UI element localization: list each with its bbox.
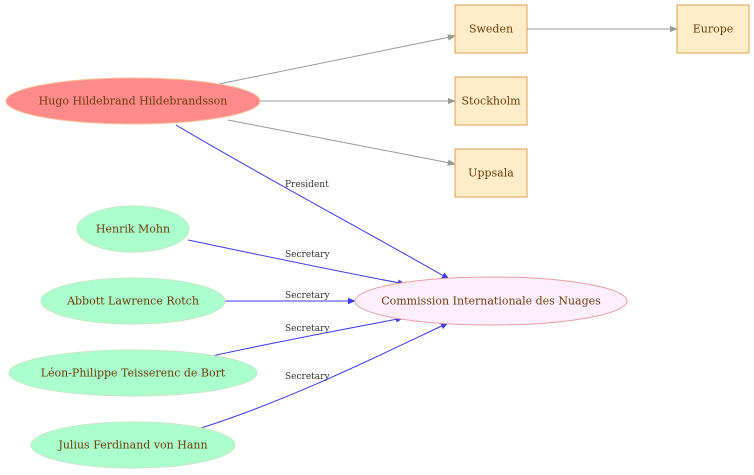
node-henrik-label: Henrik Mohn [96, 223, 170, 236]
node-leon-label: Léon-Philippe Teisserenc de Bort [41, 367, 226, 380]
place-edges [213, 25, 678, 166]
node-hugo-label: Hugo Hildebrand Hildebrandsson [39, 95, 228, 108]
node-stockholm-label: Stockholm [461, 95, 521, 108]
node-henrik[interactable]: Henrik Mohn [76, 205, 190, 253]
node-julius-label: Julius Ferdinand von Hann [57, 439, 207, 452]
node-sweden-label: Sweden [469, 23, 513, 36]
edge-label-secretary-abbott: Secretary [285, 291, 330, 301]
node-leon[interactable]: Léon-Philippe Teisserenc de Bort [8, 349, 258, 397]
node-commission[interactable]: Commission Internationale des Nuages [354, 276, 628, 326]
node-europe[interactable]: Europe [676, 4, 750, 54]
edge-hugo-sweden [213, 34, 456, 86]
edge-hugo-commission [175, 124, 450, 280]
node-hugo[interactable]: Hugo Hildebrand Hildebrandsson [5, 77, 261, 125]
edge-julius-commission [197, 322, 449, 430]
edge-label-secretary-leon: Secretary [285, 324, 330, 334]
node-stockholm[interactable]: Stockholm [454, 76, 528, 126]
edge-labels: President Secretary Secretary Secretary … [285, 180, 330, 382]
node-commission-label: Commission Internationale des Nuages [381, 295, 601, 308]
node-sweden[interactable]: Sweden [454, 4, 528, 54]
role-edges [175, 124, 450, 430]
edge-label-secretary-henrik: Secretary [285, 250, 330, 260]
edge-leon-commission [211, 316, 404, 357]
node-julius[interactable]: Julius Ferdinand von Hann [30, 421, 236, 469]
edge-label-president: President [285, 180, 329, 190]
node-uppsala[interactable]: Uppsala [454, 148, 528, 198]
node-abbott-label: Abbott Lawrence Rotch [66, 295, 199, 308]
edge-henrik-commission [187, 239, 406, 286]
edge-label-secretary-julius: Secretary [285, 372, 330, 382]
node-abbott[interactable]: Abbott Lawrence Rotch [40, 277, 226, 325]
node-uppsala-label: Uppsala [468, 167, 514, 180]
edge-hugo-uppsala [227, 119, 456, 166]
node-europe-label: Europe [693, 23, 734, 36]
